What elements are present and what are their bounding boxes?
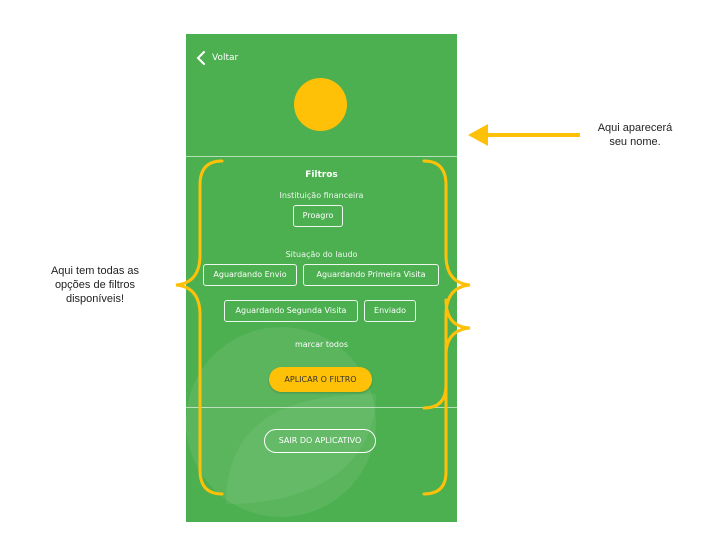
status-label: Situação do laudo: [285, 250, 358, 259]
filters-title: Filtros: [305, 170, 338, 180]
chip-aguardando-primeira-visita[interactable]: Aguardando Primeira Visita: [303, 264, 439, 286]
institution-label: Instituição financeira: [279, 191, 364, 200]
name-annotation: Aqui aparecerá seu nome.: [597, 122, 673, 148]
back-label: Voltar: [212, 53, 239, 63]
section-divider: [186, 407, 457, 408]
avatar: [294, 78, 347, 131]
chip-enviado[interactable]: Enviado: [364, 300, 416, 322]
header-divider: [186, 156, 457, 157]
filters-annotation: Aqui tem todas as opções de filtros disp…: [50, 265, 140, 305]
apply-filter-button[interactable]: APLICAR O FILTRO: [269, 367, 372, 392]
chip-proagro[interactable]: Proagro: [293, 205, 343, 227]
app-screen: Voltar Filtros Instituição financeira Pr…: [186, 34, 457, 522]
arrow-head: [468, 124, 488, 146]
back-button[interactable]: Voltar: [196, 51, 238, 65]
chip-aguardando-envio[interactable]: Aguardando Envio: [203, 264, 297, 286]
select-all-link[interactable]: marcar todos: [294, 340, 349, 349]
outer-right-brace: [422, 298, 471, 496]
left-brace: [175, 159, 224, 496]
chip-aguardando-segunda-visita[interactable]: Aguardando Segunda Visita: [224, 300, 358, 322]
logout-button[interactable]: SAIR DO APLICATIVO: [264, 429, 376, 453]
chevron-left-icon: [196, 51, 205, 65]
